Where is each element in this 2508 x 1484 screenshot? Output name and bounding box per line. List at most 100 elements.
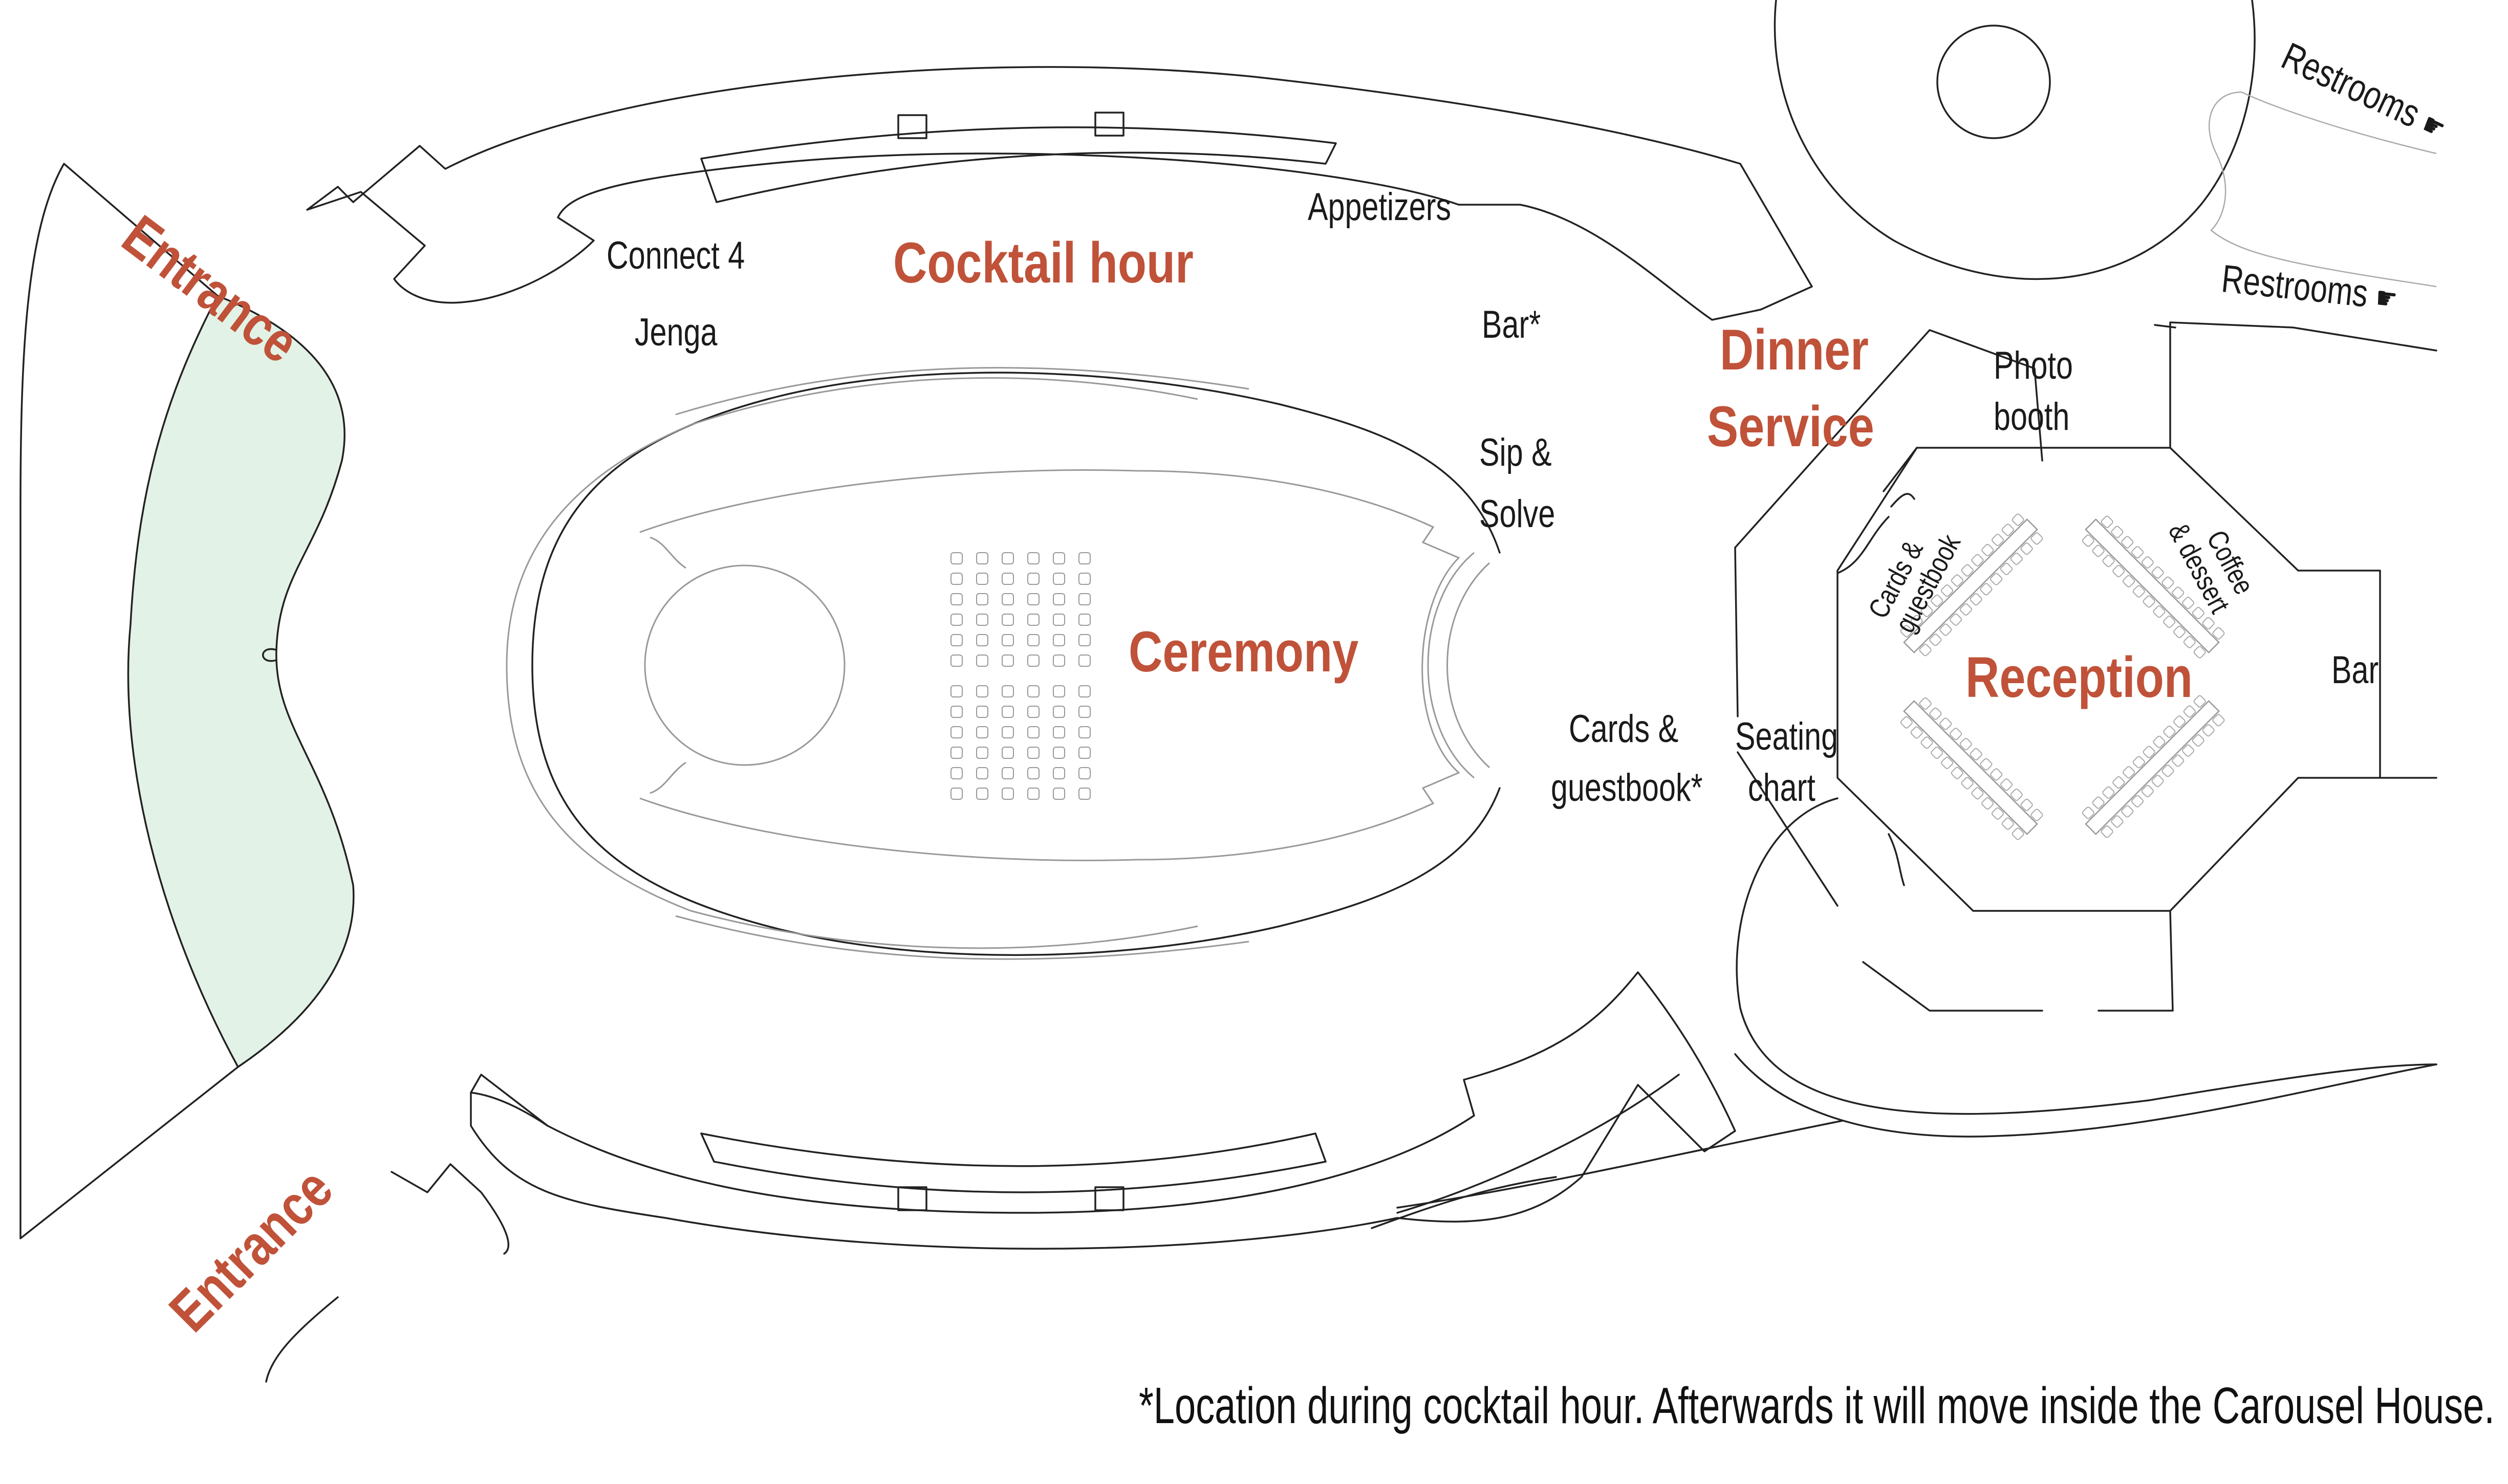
cards-guestbook-outside-2: guestbook* [1551,766,1703,810]
chair-icon [1053,573,1065,585]
chair-icon [976,788,988,800]
ceremony-label: Ceremony [1129,620,1359,684]
chair-icon [976,552,988,564]
chair-icon [950,634,963,646]
chair-icon [950,726,963,738]
chair-icon [976,706,988,718]
lawn-area [127,294,355,1068]
chair-icon [1078,634,1091,646]
chair-icon [1002,634,1014,646]
chair-icon [1027,654,1040,667]
west-boundary [19,163,239,1239]
chair-icon [1053,788,1065,800]
ceremony-seating [950,552,1091,800]
photo-booth-label-1: Photo [1994,344,2073,387]
chair-icon [1027,573,1040,585]
chair-icon [1027,614,1040,626]
chair-icon [1078,593,1091,605]
chair-icon [1053,726,1065,738]
chair-icon [1053,767,1065,779]
footnote: *Location during cocktail hour. Afterwar… [1139,1377,2495,1434]
chair-icon [1002,654,1014,667]
chair-icon [950,614,963,626]
chair-icon [976,685,988,697]
chair-icon [1078,747,1091,759]
table-icon [1900,513,2043,657]
chair-icon [1053,747,1065,759]
chair-icon [1053,614,1065,626]
south-building [470,971,1736,1250]
cocktail-hour-label: Cocktail hour [893,231,1194,295]
jenga-label: Jenga [635,311,718,354]
chair-icon [1053,552,1065,564]
chair-icon [1002,747,1014,759]
chair-icon [1002,685,1014,697]
south-building-inner [700,1132,1327,1193]
chair-icon [1002,614,1014,626]
north-building-inner [700,126,1337,203]
chair-icon [1053,685,1065,697]
bar-star-label: Bar* [1482,303,1541,346]
chair-icon [1002,552,1014,564]
chair-icon [1002,788,1014,800]
chair-icon [1027,593,1040,605]
chair-icon [950,685,963,697]
seating-chart-label-1: Seating [1735,715,1839,758]
chair-icon [1002,726,1014,738]
chair-icon [976,726,988,738]
chair-icon [950,593,963,605]
reception-label: Reception [1965,645,2193,709]
table-icon [2082,695,2225,838]
chair-icon [1078,726,1091,738]
table-icon [2082,515,2225,659]
dinner-service-label-2: Service [1707,395,1874,459]
chair-icon [1078,767,1091,779]
chair-icon [1053,593,1065,605]
chair-icon [976,654,988,667]
chair-icon [950,573,963,585]
chair-icon [1027,747,1040,759]
seating-chart-label-2: chart [1748,766,1815,810]
cards-guestbook-outside-1: Cards & [1569,707,1679,751]
chair-icon [950,788,963,800]
chair-icon [976,573,988,585]
photo-booth-label-2: booth [1994,395,2070,439]
chair-icon [1078,573,1091,585]
ceremony-oval [506,367,1501,960]
chair-icon [1053,654,1065,667]
chair-icon [1078,788,1091,800]
appetizers-label: Appetizers [1308,185,1452,229]
sip-solve-label-2: Solve [1479,492,1555,536]
chair-icon [950,706,963,718]
chair-icon [1078,685,1091,697]
chair-icon [976,634,988,646]
chair-icon [976,767,988,779]
chair-icon [1027,685,1040,697]
chair-icon [1053,634,1065,646]
chair-icon [950,767,963,779]
chair-icon [950,552,963,564]
chair-icon [1078,552,1091,564]
dinner-service-label-1: Dinner [1720,318,1869,382]
table-icon [1900,697,2043,840]
bar-reception-label: Bar [2331,648,2379,692]
sip-solve-label-1: Sip & [1479,431,1552,474]
carousel-house [1734,321,2437,1012]
chair-icon [1002,573,1014,585]
chair-icon [1027,767,1040,779]
chair-icon [1027,726,1040,738]
chair-icon [1027,552,1040,564]
chair-icon [976,614,988,626]
reception-tables [1900,513,2225,840]
west-alcove [262,648,277,662]
chair-icon [950,747,963,759]
chair-icon [950,654,963,667]
chair-icon [976,593,988,605]
pointing-hand-icon: ☛ [2374,280,2399,317]
chair-icon [976,747,988,759]
chair-icon [1027,706,1040,718]
chair-icon [1053,706,1065,718]
chair-icon [1027,788,1040,800]
connect4-label: Connect 4 [607,234,745,277]
